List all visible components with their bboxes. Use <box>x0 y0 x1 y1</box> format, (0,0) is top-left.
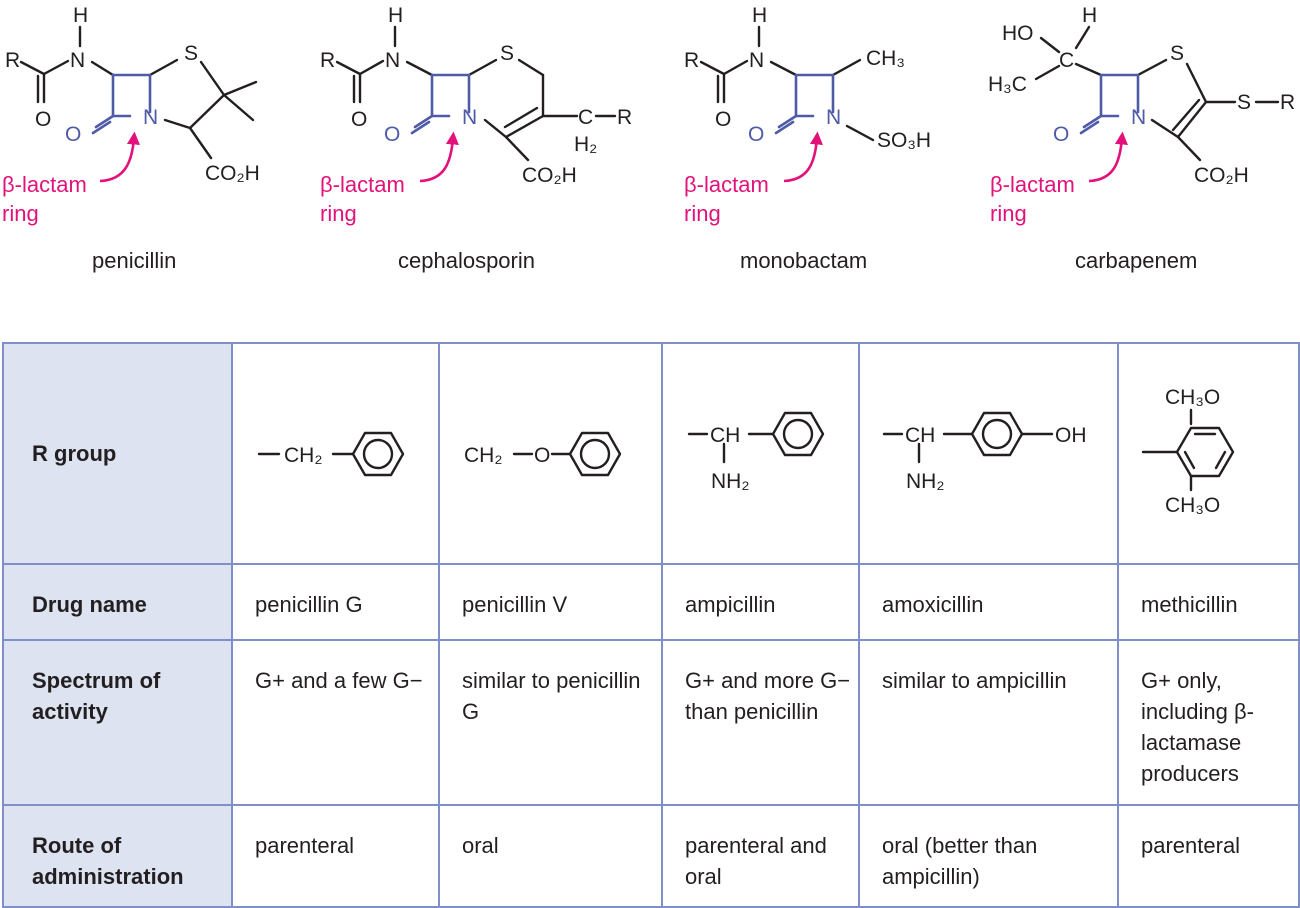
cephalosporin-structure: H N R O S CO₂H C R H₂ O N β-lactam ring … <box>320 4 632 273</box>
svg-text:carbapenem: carbapenem <box>1075 248 1197 273</box>
spectrum-cell: similar to penicillin G <box>438 639 663 806</box>
svg-text:C: C <box>578 106 593 129</box>
row-header-drug-name: Drug name <box>2 563 233 641</box>
svg-text:β-lactam: β-lactam <box>2 172 87 197</box>
svg-text:O: O <box>715 108 731 131</box>
svg-text:O: O <box>351 108 367 131</box>
penicillin-comparison-table: R group CH₂ CH₂ O CH <box>2 342 1300 908</box>
route-cell: parenteral and oral <box>661 804 860 908</box>
svg-text:R: R <box>617 106 632 129</box>
svg-text:SO₃H: SO₃H <box>877 129 931 152</box>
carbapenem-structure: HO H C H₃C S CO₂H S R O N β-lactam ring … <box>988 4 1295 273</box>
svg-text:β-lactam: β-lactam <box>684 172 769 197</box>
penicillin-structure: H N R O S CO₂H O N β-lactam ring penicil… <box>2 4 260 273</box>
svg-text:N: N <box>1131 106 1146 129</box>
svg-text:O: O <box>534 444 550 467</box>
spectrum-row: Spectrum of activity G+ and a few G− sim… <box>2 639 1300 806</box>
svg-text:penicillin: penicillin <box>92 248 176 273</box>
svg-text:CH₃O: CH₃O <box>1165 494 1220 517</box>
svg-text:O: O <box>748 123 764 146</box>
row-header-route: Route of administration <box>2 804 233 908</box>
r-group-phenoxymethyl: CH₂ O <box>438 342 663 565</box>
svg-text:CH₂: CH₂ <box>284 444 322 467</box>
svg-text:R: R <box>1280 91 1295 114</box>
svg-text:O: O <box>65 123 81 146</box>
spectrum-cell: G+ and a few G− <box>231 639 440 806</box>
svg-text:H: H <box>388 4 403 27</box>
svg-text:O: O <box>35 108 51 131</box>
svg-text:monobactam: monobactam <box>740 248 867 273</box>
svg-text:cephalosporin: cephalosporin <box>398 248 535 273</box>
svg-text:CH₃O: CH₃O <box>1165 386 1220 409</box>
drug-name-cell: methicillin <box>1117 563 1300 641</box>
svg-text:CH₃: CH₃ <box>866 47 905 70</box>
svg-text:O: O <box>1053 123 1069 146</box>
svg-text:N: N <box>385 49 400 72</box>
svg-text:NH₂: NH₂ <box>711 470 749 493</box>
svg-text:H: H <box>73 4 88 27</box>
r-group-benzyl: CH₂ <box>231 342 440 565</box>
svg-text:ring: ring <box>990 201 1027 226</box>
drug-name-cell: penicillin V <box>438 563 663 641</box>
svg-text:NH₂: NH₂ <box>906 470 944 493</box>
drug-name-cell: ampicillin <box>661 563 860 641</box>
svg-text:S: S <box>184 42 198 65</box>
svg-text:O: O <box>384 123 400 146</box>
beta-lactam-structures: H N R O S CO₂H O N β-lactam ring penicil… <box>2 4 1295 273</box>
svg-text:N: N <box>70 49 85 72</box>
svg-text:CO₂H: CO₂H <box>1194 164 1249 187</box>
svg-text:H₂: H₂ <box>574 133 597 156</box>
svg-text:S: S <box>500 42 514 65</box>
route-cell: parenteral <box>1117 804 1300 908</box>
svg-text:N: N <box>143 106 158 129</box>
drug-name-cell: amoxicillin <box>858 563 1119 641</box>
route-cell: oral (better than ampicillin) <box>858 804 1119 908</box>
svg-text:β-lactam: β-lactam <box>990 172 1075 197</box>
monobactam-structure: H N R O CH₃ SO₃H O N β-lactam ring monob… <box>684 4 931 273</box>
route-cell: parenteral <box>231 804 440 908</box>
spectrum-cell: similar to ampicillin <box>858 639 1119 806</box>
spectrum-cell: G+ only, including β-lactamase producers <box>1117 639 1300 806</box>
drug-name-cell: penicillin G <box>231 563 440 641</box>
svg-text:ring: ring <box>684 201 721 226</box>
svg-text:N: N <box>462 106 477 129</box>
r-group-dimethoxyphenyl: CH₃O CH₃O <box>1117 342 1300 565</box>
svg-text:R: R <box>320 49 335 72</box>
svg-text:N: N <box>749 49 764 72</box>
route-row: Route of administration parenteral oral … <box>2 804 1300 908</box>
svg-text:OH: OH <box>1055 424 1087 447</box>
svg-text:C: C <box>1059 49 1074 72</box>
svg-text:CO₂H: CO₂H <box>522 164 577 187</box>
svg-text:ring: ring <box>2 201 39 226</box>
svg-text:CH: CH <box>710 424 740 447</box>
r-group-hydroxyaminobenzyl: CH NH₂ OH <box>858 342 1119 565</box>
r-group-row: R group CH₂ CH₂ O CH <box>2 342 1300 565</box>
svg-text:N: N <box>826 106 841 129</box>
route-cell: oral <box>438 804 663 908</box>
svg-text:ring: ring <box>320 201 357 226</box>
svg-text:HO: HO <box>1002 22 1034 45</box>
svg-text:H: H <box>1082 4 1097 27</box>
svg-text:CO₂H: CO₂H <box>205 162 260 185</box>
r-group-aminobenzyl: CH NH₂ <box>661 342 860 565</box>
svg-text:S: S <box>1237 91 1251 114</box>
svg-text:H₃C: H₃C <box>988 73 1027 96</box>
svg-text:CH₂: CH₂ <box>464 444 502 467</box>
svg-text:S: S <box>1170 42 1184 65</box>
svg-text:R: R <box>684 49 699 72</box>
svg-text:β-lactam: β-lactam <box>320 172 405 197</box>
svg-text:H: H <box>752 4 767 27</box>
row-header-spectrum: Spectrum of activity <box>2 639 233 806</box>
svg-text:R: R <box>5 49 20 72</box>
drug-name-row: Drug name penicillin G penicillin V ampi… <box>2 563 1300 641</box>
spectrum-cell: G+ and more G− than penicillin <box>661 639 860 806</box>
row-header-r-group: R group <box>2 342 233 565</box>
svg-text:CH: CH <box>905 424 935 447</box>
